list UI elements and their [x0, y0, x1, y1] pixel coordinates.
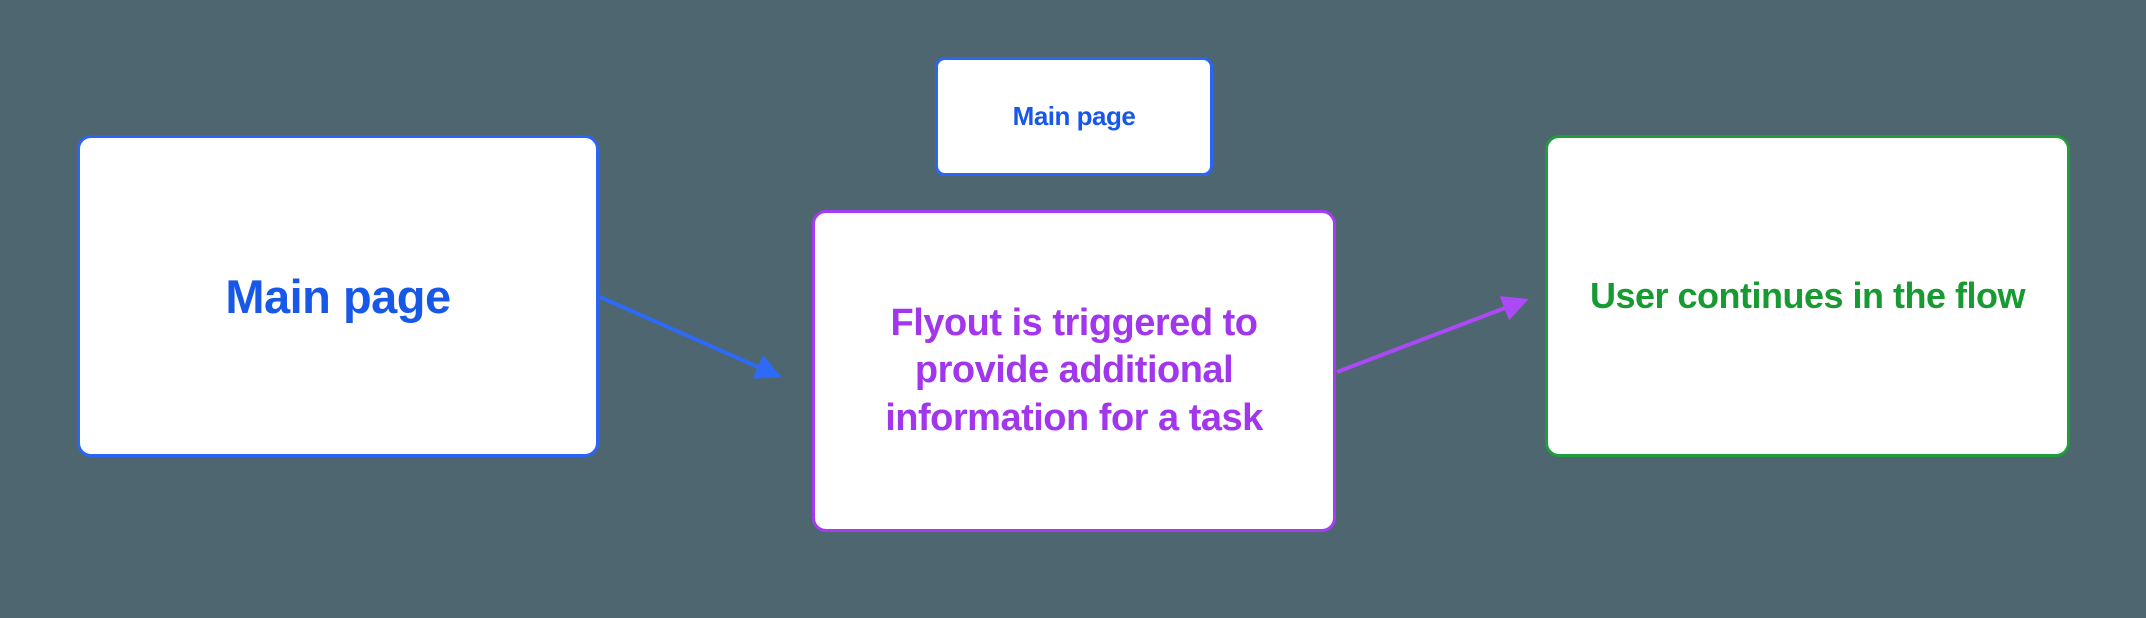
- node-main-page-label: Main page: [225, 269, 451, 323]
- node-main-page[interactable]: Main page: [77, 135, 599, 457]
- node-flyout-label-line-2: provide additional: [914, 349, 1234, 392]
- node-user-continues-label: User continues in the flow: [1589, 275, 2026, 316]
- arrow-flyout-to-continue-icon[interactable]: [1336, 296, 1529, 374]
- node-flyout[interactable]: Flyout is triggered to provide additiona…: [812, 210, 1336, 532]
- node-user-continues[interactable]: User continues in the flow: [1545, 135, 2070, 457]
- node-main-page-small[interactable]: Main page: [935, 57, 1213, 176]
- arrow-main-to-flyout-icon[interactable]: [599, 295, 782, 379]
- node-flyout-label: Flyout is triggered to provide additiona…: [885, 300, 1263, 441]
- node-flyout-label-line-3: information for a task: [885, 396, 1263, 439]
- node-flyout-label-line-1: Flyout is triggered to: [890, 302, 1258, 345]
- node-main-page-small-label: Main page: [1012, 101, 1136, 131]
